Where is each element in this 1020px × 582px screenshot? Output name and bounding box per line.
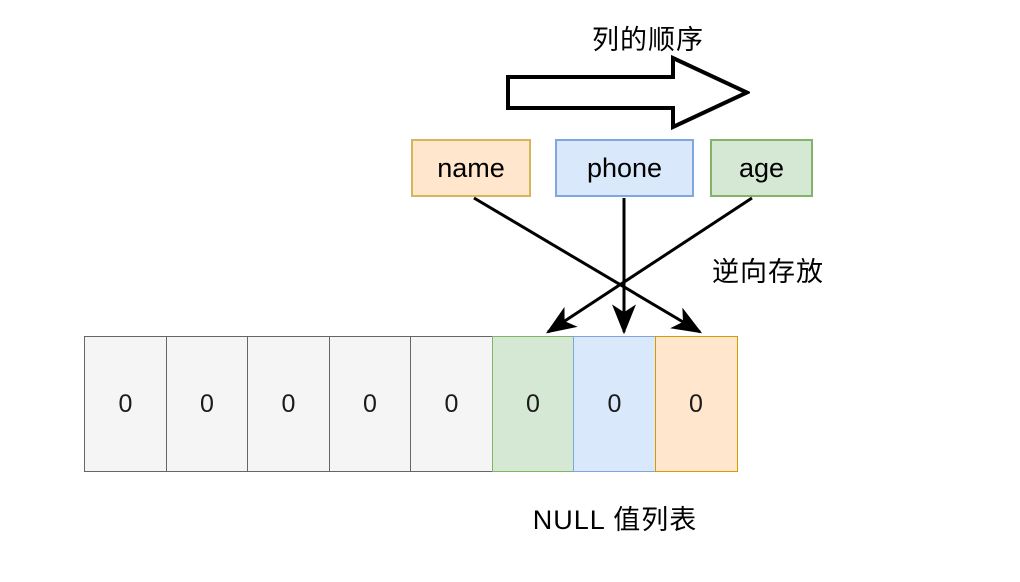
column-box-name[interactable]: name [411,139,531,197]
null-cell[interactable]: 0 [165,336,249,472]
null-cell-phone[interactable]: 0 [573,336,656,472]
null-cell-age[interactable]: 0 [491,336,575,472]
column-order-label: 列的顺序 [592,25,704,55]
null-cell-name[interactable]: 0 [654,336,738,472]
null-cell[interactable]: 0 [410,336,493,472]
null-bitmap-row: 0 0 0 0 0 0 0 0 [84,336,738,472]
null-bitmap-caption: NULL 值列表 [532,505,698,535]
null-cell[interactable]: 0 [247,336,330,472]
connector-name-to-orange [473,196,703,334]
reverse-store-label: 逆向存放 [712,257,824,287]
column-box-phone[interactable]: phone [555,139,694,197]
column-box-age[interactable]: age [710,139,813,197]
null-cell[interactable]: 0 [328,336,412,472]
null-cell[interactable]: 0 [84,336,167,472]
column-order-arrow-icon [506,55,750,130]
